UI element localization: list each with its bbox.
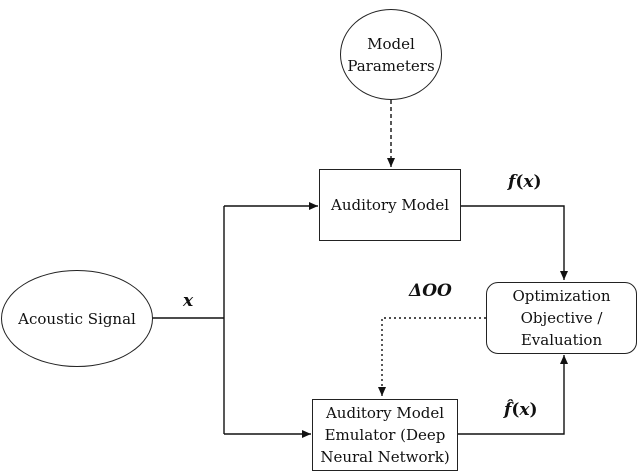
emulator-label: Auditory Model Emulator (Deep Neural Net…: [320, 404, 450, 466]
model-output-function: f: [508, 172, 516, 192]
auditory-model-label: Auditory Model: [330, 196, 450, 214]
emulator-node: Auditory Model Emulator (Deep Neural Net…: [312, 399, 458, 471]
optimization-node: Optimization Objective / Evaluation: [486, 282, 637, 354]
emulator-output-arrow: [458, 355, 568, 435]
emulator-output-function: f̂: [504, 400, 512, 420]
model-output-label: f(x): [508, 172, 542, 192]
model-parameters-node: Model Parameters: [340, 9, 442, 100]
model-output-open-paren: (: [515, 172, 524, 192]
emulator-output-argument: x: [519, 400, 530, 420]
input-x-symbol: x: [183, 291, 194, 311]
feedback-arrow: [378, 317, 486, 396]
model-parameters-label: Model Parameters: [347, 34, 435, 75]
optimization-label: Optimization Objective / Evaluation: [512, 287, 611, 349]
model-output-arrow: [461, 205, 568, 280]
auditory-model-node: Auditory Model: [319, 169, 461, 241]
delta-symbol: ΔOO: [409, 281, 452, 301]
delta-label: ΔOO: [409, 281, 452, 301]
emulator-output-close-paren: ): [529, 400, 538, 420]
input-x-label: x: [183, 291, 193, 311]
acoustic-signal-label: Acoustic Signal: [18, 309, 136, 328]
model-output-argument: x: [523, 172, 534, 192]
acoustic-signal-node: Acoustic Signal: [1, 270, 153, 367]
emulator-output-label: f̂(x): [504, 400, 538, 420]
model-output-close-paren: ): [533, 172, 542, 192]
emulator-output-open-paren: (: [511, 400, 520, 420]
